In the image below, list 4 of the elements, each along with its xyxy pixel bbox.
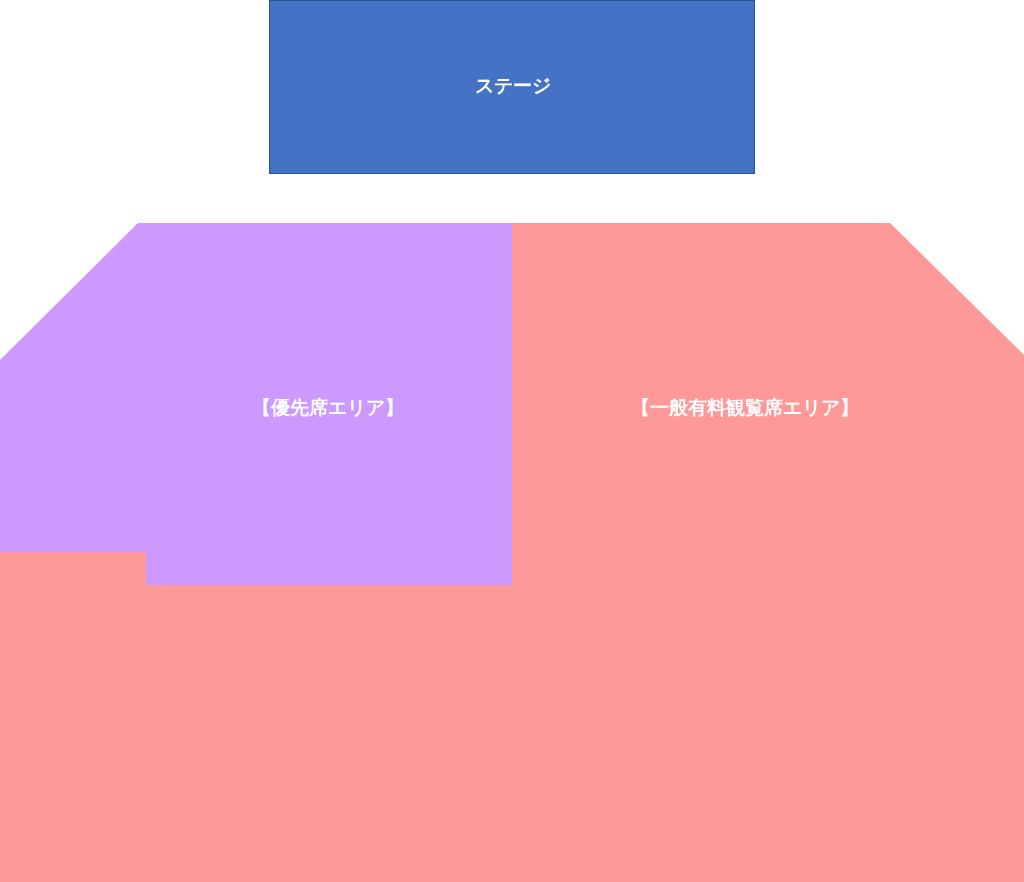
stage-block: [269, 0, 755, 174]
area-label: 【一般有料観覧席エリア】: [631, 395, 859, 420]
stage-label: ステージ: [475, 73, 551, 98]
area-label: 【優先席エリア】: [252, 395, 404, 420]
